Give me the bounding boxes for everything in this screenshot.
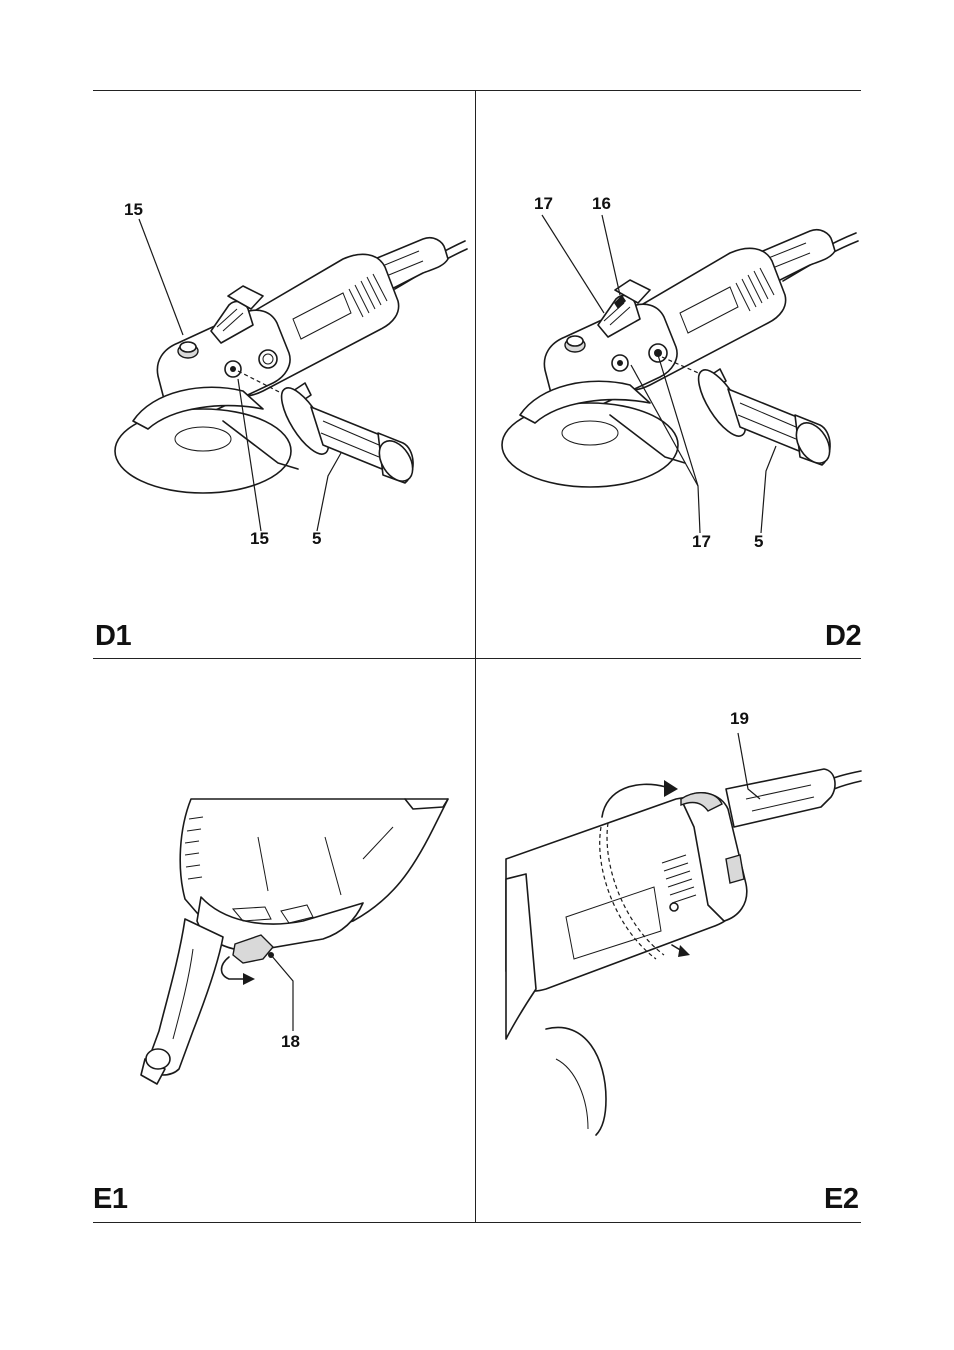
panel-e1: 18 E1 [93,659,475,1222]
callout-15-bottom: 15 [250,530,269,547]
bottom-rule [93,1222,861,1223]
grinder-handle-rotation-illustration-e2 [476,659,861,1222]
callout-18: 18 [281,1033,300,1050]
panel-label-e2: E2 [824,1185,858,1214]
callout-17-top: 17 [534,195,553,212]
callout-16: 16 [592,195,611,212]
callout-15-top: 15 [124,201,143,218]
callout-5: 5 [312,530,321,547]
grinder-rear-lever-illustration-e1 [93,659,475,1222]
panel-label-e1: E1 [93,1185,127,1214]
callout-17-bottom: 17 [692,533,711,550]
grinder-side-handle-illustration-d2 [476,91,861,658]
callout-19: 19 [730,710,749,727]
panel-d1: 15 15 5 D1 [93,91,475,658]
panel-label-d2: D2 [825,622,861,651]
panel-e2: 19 E2 [476,659,861,1222]
panel-label-d1: D1 [95,622,131,651]
panel-d2: 17 16 17 5 D2 [476,91,861,658]
grinder-side-handle-illustration-d1 [93,91,475,658]
callout-5: 5 [754,533,763,550]
